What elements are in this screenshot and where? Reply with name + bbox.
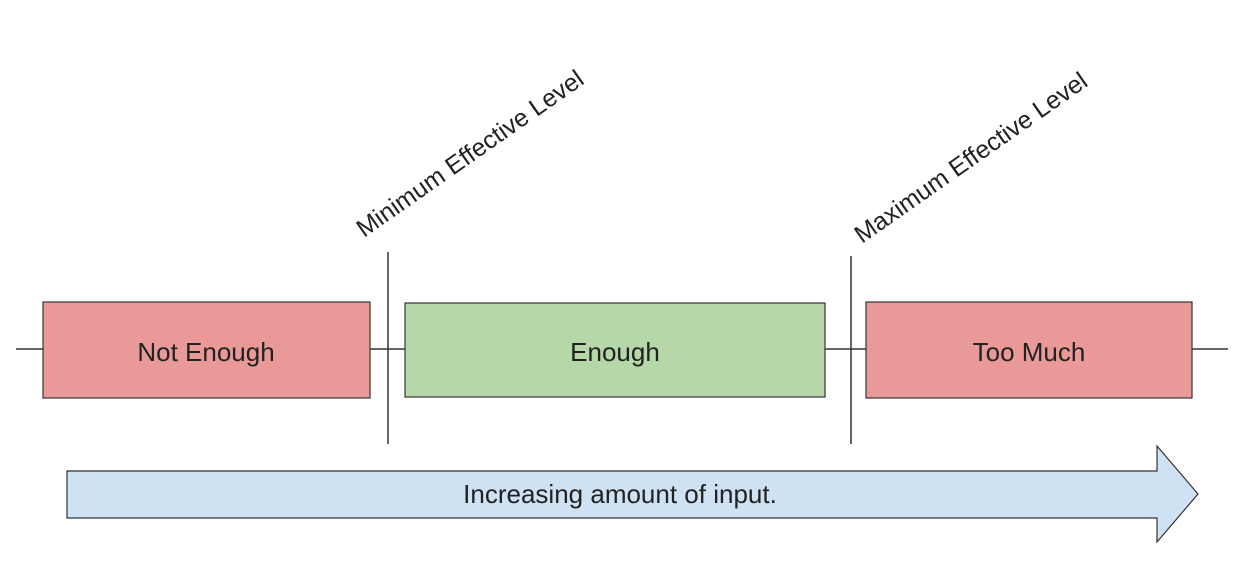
maximum-threshold-label: Maximum Effective Level [849,67,1092,249]
zone-not-enough-box [42,301,371,399]
zone-too-much-box [865,301,1193,399]
increasing-input-arrow: Increasing amount of input. [66,444,1199,544]
arrow-label: Increasing amount of input. [463,479,777,509]
zone-too-much-label: Too Much [973,337,1086,367]
arrow-shape [66,444,1199,544]
zone-too-much: Too Much [865,301,1193,399]
zone-enough: Enough [404,302,826,398]
minimum-threshold-label: Minimum Effective Level [351,65,589,243]
zone-enough-label: Enough [570,337,660,367]
zone-not-enough-label: Not Enough [137,337,274,367]
zone-enough-box [404,302,826,398]
zone-not-enough: Not Enough [42,301,371,399]
